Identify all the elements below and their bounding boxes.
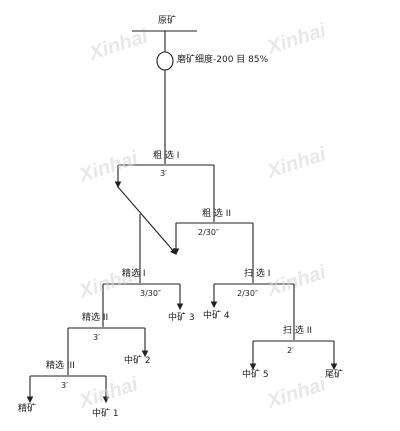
watermark-1: Xinhai	[86, 25, 151, 65]
watermark-3: Xinhai	[76, 147, 141, 187]
rougher1-label: 粗 选 I	[153, 151, 180, 161]
watermark-8: Xinhai	[264, 373, 329, 413]
rougher2-time: 2/30″	[198, 228, 219, 237]
product-mid2: 中矿 2	[124, 356, 151, 366]
product-conc: 精矿	[18, 404, 37, 414]
scav1-label: 扫 选 I	[244, 269, 271, 279]
watermark-7: Xinhai	[76, 373, 141, 413]
product-mid4: 中矿 4	[203, 311, 230, 321]
rougher1-time: 3′	[160, 169, 167, 178]
grind-label: 磨矿细度-200 目 85%	[177, 55, 269, 65]
product-mid5: 中矿 5	[242, 370, 269, 380]
grinding-mill	[156, 51, 174, 71]
ore-label: 原矿	[158, 16, 177, 26]
product-tail: 尾矿	[325, 370, 344, 380]
watermark-6: Xinhai	[264, 261, 329, 301]
scav1-time: 2/30″	[237, 289, 258, 298]
cleaner1-label: 精选 I	[122, 269, 146, 279]
scav2-time: 2′	[287, 346, 294, 355]
product-mid3: 中矿 3	[168, 313, 195, 323]
rougher2-label: 粗 选 II	[202, 209, 232, 219]
scav2-label: 扫 选 II	[283, 326, 313, 336]
cleaner2-time: 3′	[93, 333, 100, 342]
cleaner3-label: 精选 III	[46, 361, 75, 371]
watermark-4: Xinhai	[264, 143, 329, 183]
watermark-2: Xinhai	[264, 19, 329, 59]
cleaner2-label: 精选 II	[82, 313, 109, 323]
cleaner1-time: 3/30″	[140, 289, 161, 298]
product-mid1: 中矿 1	[92, 409, 119, 419]
cleaner3-time: 3′	[61, 381, 68, 390]
